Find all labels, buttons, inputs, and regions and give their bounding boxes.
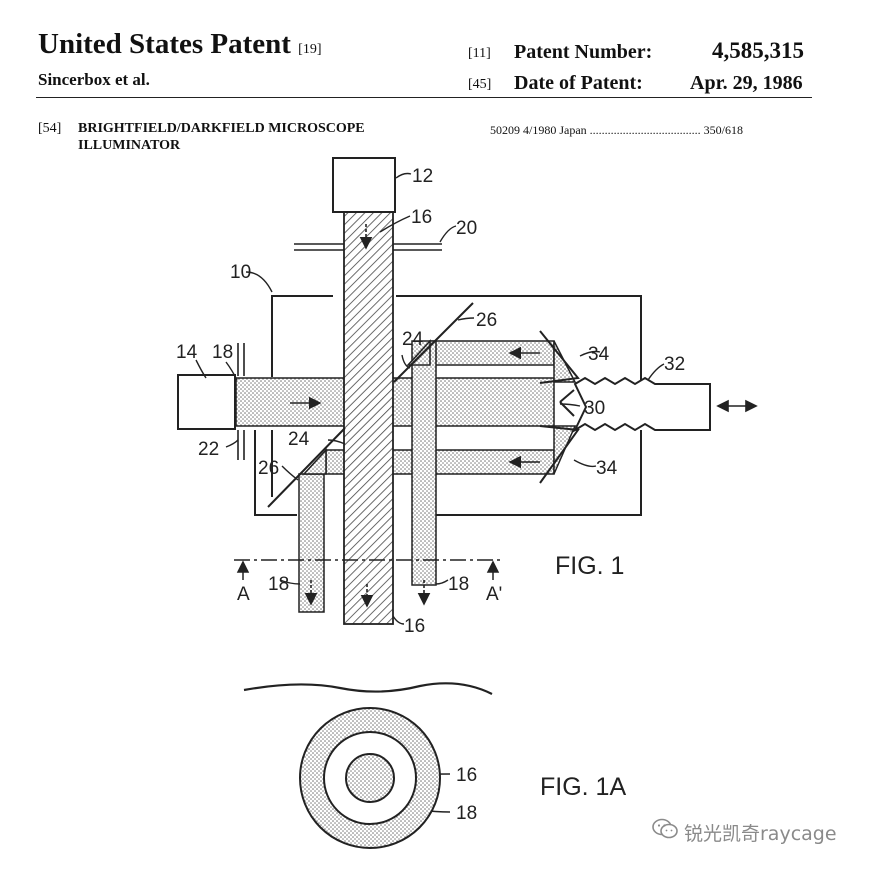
label-18-left: 18 (212, 342, 233, 363)
section-line-a (234, 559, 500, 580)
label-18-bottom-left: 18 (268, 574, 289, 595)
core-16 (345, 753, 395, 803)
patent-number-label: Patent Number: (514, 41, 653, 63)
label-16-top: 16 (411, 207, 432, 228)
label-24-bottom: 24 (288, 429, 310, 450)
wechat-icon (652, 818, 678, 845)
patent-number-code: [11] (468, 46, 491, 61)
patent-title: United States Patent [19] (38, 28, 322, 60)
conical-reflector-34 (539, 330, 580, 484)
caption-fig-1: FIG. 1 (555, 552, 624, 580)
label-18-bottom-right: 18 (448, 574, 469, 595)
label-32: 32 (664, 354, 685, 375)
label-34-top: 34 (588, 344, 610, 365)
caption-fig-1a: FIG. 1A (540, 773, 626, 801)
aperture-22 (237, 343, 245, 460)
watermark: 锐光凯奇raycage (652, 818, 837, 846)
watermark-text: 锐光凯奇raycage (684, 823, 837, 845)
light-source-12 (332, 157, 396, 213)
label-a-prime: A' (486, 584, 502, 605)
label-a: A (237, 584, 250, 605)
foreign-citation: 50209 4/1980 Japan .....................… (490, 123, 743, 137)
label-18-fig1a: 18 (456, 803, 477, 824)
label-24-top: 24 (402, 329, 424, 350)
date-code: [45] (468, 77, 492, 92)
mirrors-24-26 (267, 302, 474, 508)
label-12: 12 (412, 166, 433, 187)
invention-title: BRIGHTFIELD/DARKFIELD MICROSCOPE ILLUMIN… (78, 120, 365, 154)
label-34-bottom: 34 (596, 458, 618, 479)
date-of-patent: Apr. 29, 1986 (690, 72, 803, 94)
field-code-54: [54] (38, 121, 62, 136)
date-label: Date of Patent: (514, 72, 643, 94)
label-20: 20 (456, 218, 477, 239)
header-rule (36, 97, 812, 98)
rod-motion-arrow (716, 399, 758, 413)
label-14: 14 (176, 342, 198, 363)
housing-10 (254, 295, 642, 516)
label-26-top: 26 (476, 310, 497, 331)
brightfield-beam-16 (343, 211, 394, 625)
label-16-fig1a: 16 (456, 765, 477, 786)
label-10: 10 (230, 262, 251, 283)
inventors: Sincerbox et al. (38, 70, 150, 89)
label-16-bottom: 16 (404, 616, 425, 637)
label-26-bottom: 26 (258, 458, 279, 479)
beam-direction-arrows (290, 224, 540, 608)
label-22: 22 (198, 439, 219, 460)
break-line (243, 682, 493, 695)
darkfield-beam-18 (235, 339, 577, 613)
invention-title-line1: BRIGHTFIELD/DARKFIELD MICROSCOPE (78, 121, 365, 136)
patent-number: 4,585,315 (712, 38, 804, 63)
light-source-14 (177, 374, 236, 430)
title-code: [19] (298, 42, 322, 57)
invention-title-line2: ILLUMINATOR (78, 138, 181, 153)
plate-20 (294, 243, 442, 251)
sliding-rod-32 (572, 376, 711, 433)
label-30: 30 (584, 398, 605, 419)
